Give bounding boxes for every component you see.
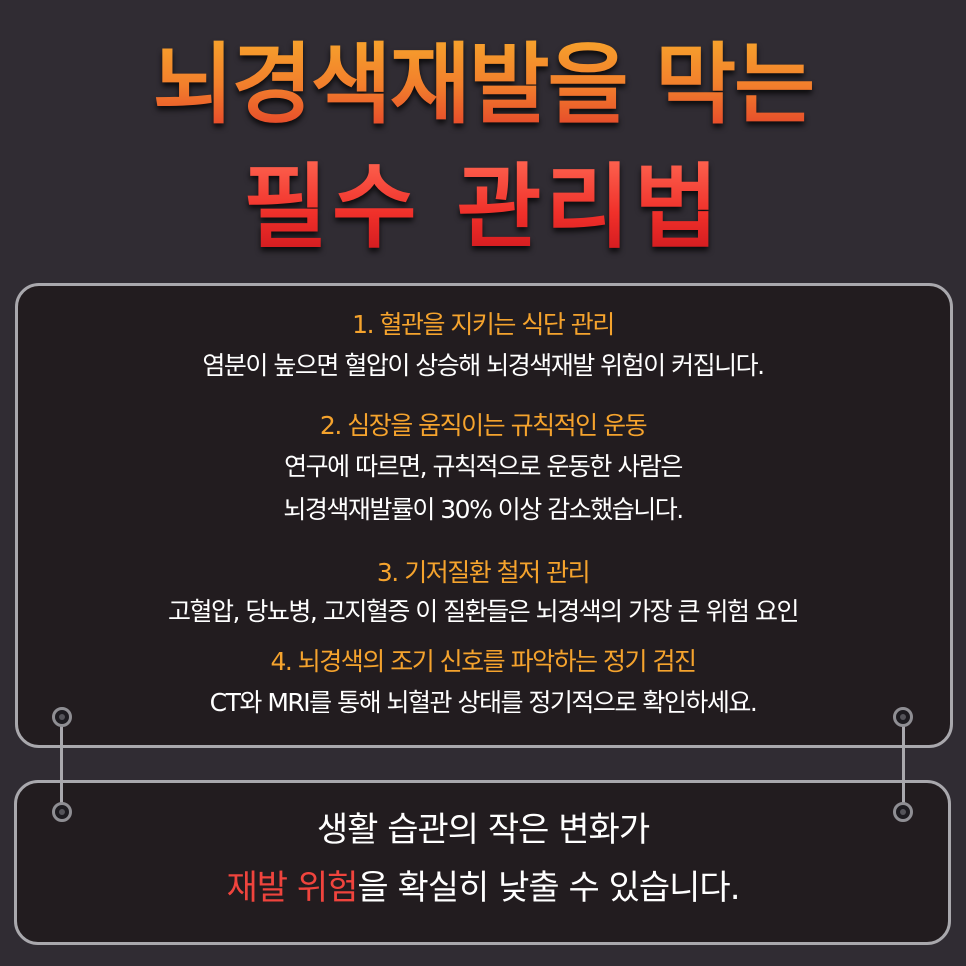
- section-3-heading: 3. 기저질환 철저 관리: [376, 558, 591, 587]
- rivet-icon: [893, 802, 913, 822]
- section-1-body: 염분이 높으면 혈압이 상승해 뇌경색재발 위험이 커집니다.: [202, 351, 765, 380]
- rivet-icon: [52, 802, 72, 822]
- summary-line-2: 재발 위험을 확실히 낮출 수 있습니다.: [0, 866, 966, 910]
- summary-line-1: 생활 습관의 작은 변화가: [316, 810, 650, 850]
- summary-panel: [14, 780, 951, 945]
- section-3-body: 고혈압, 당뇨병, 고지혈증 이 질환들은 뇌경색의 가장 큰 위험 요인: [168, 597, 799, 626]
- summary-highlight: 재발 위험: [226, 868, 358, 908]
- tips-panel: [15, 283, 953, 748]
- right-connector-line: [902, 718, 905, 812]
- rivet-icon: [893, 707, 913, 727]
- section-2-body-line-1: 연구에 따르면, 규칙적으로 운동한 사람은: [284, 452, 683, 481]
- section-2-heading: 2. 심장을 움직이는 규칙적인 운동: [319, 411, 648, 440]
- section-4-heading: 4. 뇌경색의 조기 신호를 파악하는 정기 검진: [270, 647, 697, 676]
- main-title-line-2: 필수 관리법: [0, 150, 966, 265]
- section-1-heading: 1. 혈관을 지키는 식단 관리: [352, 310, 615, 339]
- summary-line-2-rest: 을 확실히 낮출 수 있습니다.: [357, 868, 740, 908]
- rivet-icon: [52, 707, 72, 727]
- main-title-line-2-text: 필수 관리법: [243, 150, 722, 265]
- main-title-line-1-text: 뇌경색재발을 막는: [153, 30, 815, 140]
- left-connector-line: [60, 718, 63, 812]
- main-title-line-1: 뇌경색재발을 막는: [0, 30, 966, 140]
- section-4-body: CT와 MRI를 통해 뇌혈관 상태를 정기적으로 확인하세요.: [209, 688, 758, 717]
- section-2-body-line-2: 뇌경색재발률이 30% 이상 감소했습니다.: [283, 495, 684, 524]
